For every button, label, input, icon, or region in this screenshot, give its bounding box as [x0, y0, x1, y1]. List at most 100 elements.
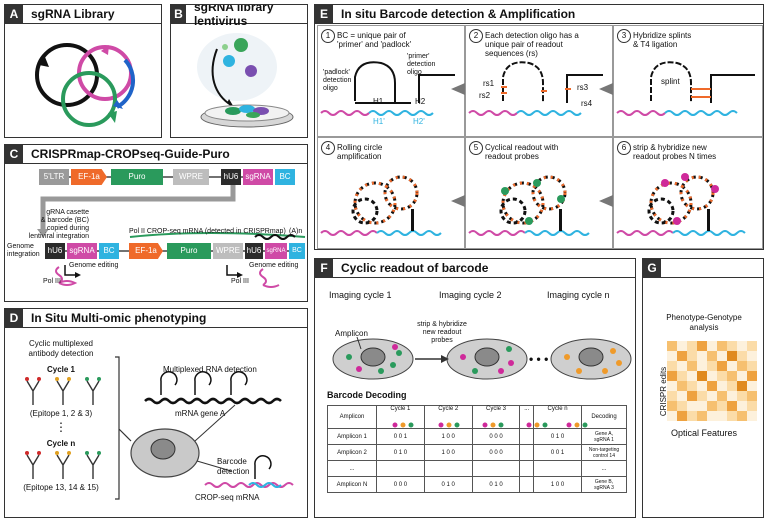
heatmap-cell [727, 341, 737, 351]
step-3 [613, 25, 763, 137]
panel-e-header: E In situ Barcode detection & Amplificat… [315, 5, 763, 24]
wpre-box: WPRE [173, 169, 209, 185]
heatmap-cell [697, 391, 707, 401]
heatmap-cell [667, 401, 677, 411]
step-5-number: 5 [469, 141, 483, 155]
heatmap-cell [717, 351, 727, 361]
heatmap-cell [717, 361, 727, 371]
panel-letter: E [315, 5, 333, 23]
panel-c-header: C CRISPRmap-CROPseq-Guide-Puro [5, 145, 307, 164]
bc-box-3: BC [289, 243, 305, 259]
h2-prime-label: H2' [413, 117, 425, 126]
heatmap-cell [707, 401, 717, 411]
panel-title: Cyclic readout of barcode [341, 261, 489, 275]
genome-integration-label: Genome integration [7, 243, 40, 258]
heatmap-cell [737, 391, 747, 401]
table-cell [533, 460, 582, 477]
heatmap-cell [667, 351, 677, 361]
sgrna-box: sgRNA [243, 169, 273, 185]
step-2-text: Each detection oligo has a unique pair o… [485, 31, 579, 58]
heatmap-cell [717, 381, 727, 391]
heatmap-cell [727, 411, 737, 421]
heatmap-cell [737, 411, 747, 421]
continuation-dots: • • • [529, 352, 549, 366]
rs2-label: rs2 [479, 91, 491, 100]
heatmap-cell [737, 381, 747, 391]
heatmap-cell [707, 391, 717, 401]
panel-title: sgRNA Library [31, 7, 115, 21]
heatmap-cell [667, 361, 677, 371]
table-cell: 0 0 0 [471, 428, 521, 445]
table-header: Cycle 3 [471, 405, 521, 429]
cycle-1-label: Cycle 1 [46, 365, 76, 374]
decoding-title: Barcode Decoding [327, 390, 407, 400]
step-1-number: 1 [321, 29, 335, 43]
strip-note: strip & hybridize new readout probes [417, 321, 467, 344]
rs1-label: rs1 [483, 79, 495, 88]
heatmap-cell [687, 381, 697, 391]
table-cell [519, 444, 535, 461]
lentivirus-dish-graphic [197, 33, 294, 128]
step-3-number: 3 [617, 29, 631, 43]
table-row: Amplicon 1 0 0 1 1 0 0 0 0 0 0 1 0 Gene … [327, 428, 627, 445]
heatmap-cell [747, 401, 757, 411]
step-1 [317, 25, 465, 137]
panel-letter: A [5, 5, 23, 23]
step-3-text: Hybridize splints & T4 ligation [633, 31, 692, 49]
heatmap-cell [747, 381, 757, 391]
table-row: ... ... [327, 460, 627, 477]
table-cell: Amplicon 1 [327, 428, 377, 445]
sgrna-box-3: sgRNA [265, 243, 287, 259]
heatmap-cell [707, 411, 717, 421]
panel-a-header: A sgRNA Library [5, 5, 161, 24]
heatmap-cell [727, 371, 737, 381]
heatmap-cell [697, 371, 707, 381]
table-cell [376, 460, 425, 477]
optical-features-label: Optical Features [670, 428, 738, 438]
heatmap-cell [667, 341, 677, 351]
ef1a-box: EF-1a [71, 169, 107, 185]
heatmap-cell [687, 351, 697, 361]
heatmap-cell [727, 391, 737, 401]
panel-f-header: F Cyclic readout of barcode [315, 259, 635, 278]
pol2-note: Pol II CROP-seq mRNA (detected in CRISPR… [129, 228, 286, 235]
heatmap-cell [747, 361, 757, 371]
cycle-n-label: Cycle n [46, 439, 76, 448]
heatmap-cell [727, 351, 737, 361]
heatmap-cell [667, 411, 677, 421]
heatmap-cell [677, 361, 687, 371]
panel-g: G Phenotype-Genotype analysis CRISPR edi… [642, 258, 764, 518]
heatmap-cell [677, 391, 687, 401]
step-5-text: Cyclical readout with readout probes [485, 143, 559, 161]
hu6-box-3: hU6 [245, 243, 263, 259]
heatmap-cell [677, 371, 687, 381]
h1-label: H1 [373, 97, 384, 106]
heatmap-cell [717, 341, 727, 351]
step-1-text: BC = unique pair of 'primer' and 'padloc… [337, 31, 412, 49]
barcode-detection-graphic [320, 61, 755, 236]
panel-title: CRISPRmap-CROPseq-Guide-Puro [31, 147, 230, 161]
heatmap-cell [697, 341, 707, 351]
panel-title: sgRNA library lentivirus [193, 4, 274, 28]
step-2-number: 2 [469, 29, 483, 43]
step-4 [317, 137, 465, 249]
table-cell: 0 0 1 [533, 444, 582, 461]
wpre-box-integrated: WPRE [213, 243, 243, 259]
table-header: ... [519, 405, 535, 429]
hu6-box-integrated: hU6 [45, 243, 65, 259]
splint-label: splint [661, 77, 680, 86]
hu6-box: hU6 [221, 169, 241, 185]
heatmap-cell [687, 361, 697, 371]
pol3-label: Pol III [43, 278, 61, 285]
heatmap-cell [687, 411, 697, 421]
heatmap-cell [677, 381, 687, 391]
table-cell: Amplicon 2 [327, 444, 377, 461]
epitope-n-label: (Epitope 13, 14 & 15) [23, 483, 99, 492]
heatmap-cell [707, 381, 717, 391]
ellipsis: ⋮ [55, 420, 67, 434]
table-header-row: Amplicon Cycle 1 Cycle 2 Cycle 3 ... Cyc… [327, 405, 627, 429]
step-6-text: strip & hybridize new readout probes N t… [633, 143, 717, 161]
imaging-cycle-n: Imaging cycle n [547, 290, 610, 300]
heatmap-cell [727, 401, 737, 411]
heatmap-cell [717, 401, 727, 411]
